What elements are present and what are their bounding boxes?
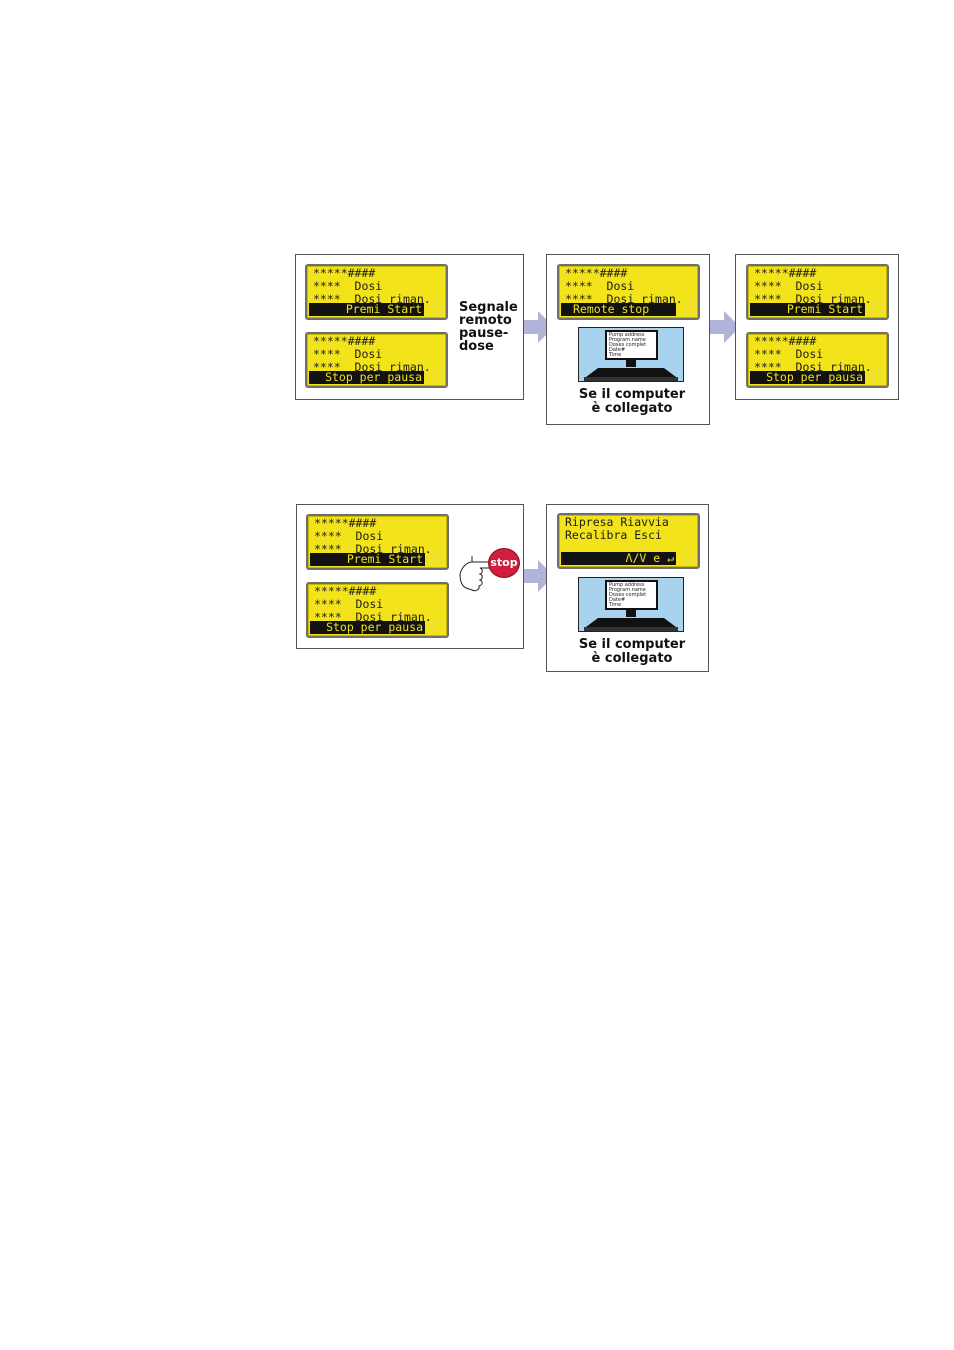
- menu-line: Ripresa Riavvia: [565, 515, 669, 529]
- remote-signal-label: Segnale remoto pause- dose: [459, 301, 518, 353]
- computer-icon: Pump address Program name Doses complet …: [578, 577, 684, 637]
- lcd-line: **** Dosi: [565, 279, 635, 293]
- arrow-right-icon: [524, 560, 554, 592]
- label-line: dose: [459, 339, 494, 354]
- screen-line: Program name: [609, 337, 646, 343]
- knob-icon: [431, 302, 443, 314]
- caption-line: Se il computer: [578, 387, 686, 402]
- caption-line: è collegato: [591, 651, 673, 666]
- label-line: remoto: [459, 313, 512, 328]
- knob-icon: [683, 302, 695, 314]
- label-line: pause-: [459, 326, 509, 341]
- screen-line: Time: [609, 352, 622, 358]
- lcd-line: **** Dosi riman.: [314, 610, 432, 624]
- computer-caption: Se il computer è collegato: [566, 388, 698, 416]
- lcd-line: **** Dosi: [314, 529, 384, 543]
- lcd-line: **** Dosi riman.: [313, 292, 431, 306]
- computer-screen: Pump address Program name Doses complet …: [605, 580, 658, 610]
- screen-line: Date#: [609, 597, 626, 603]
- lcd-status-bar: Stop per pausa: [750, 371, 865, 384]
- lcd-line: *****####: [313, 266, 376, 280]
- lcd-line: **** Dosi: [314, 597, 384, 611]
- lcd-status-bar: Stop per pausa: [309, 371, 424, 384]
- lcd-status-bar: Λ/V e ↵: [561, 552, 676, 565]
- arrow-right-icon: [710, 311, 740, 343]
- lcd-line: **** Dosi riman.: [313, 360, 431, 374]
- knob-icon: [872, 370, 884, 382]
- lcd-status-bar: Premi Start: [310, 553, 425, 566]
- lcd-line: **** Dosi riman.: [754, 360, 872, 374]
- lcd-status-bar: Stop per pausa: [310, 621, 425, 634]
- lcd-line: **** Dosi riman.: [565, 292, 683, 306]
- lcd-display-remote-stop: *****#### **** Dosi **** Dosi riman. Rem…: [557, 264, 700, 320]
- lcd-line: **** Dosi: [313, 279, 383, 293]
- lcd-display-stop-per-pausa: *****#### **** Dosi **** Dosi riman. Sto…: [305, 332, 448, 388]
- lcd-line: *****####: [754, 266, 817, 280]
- knob-icon: [431, 370, 443, 382]
- screen-line: Pump address: [609, 332, 645, 338]
- knob-icon: [432, 620, 444, 632]
- lcd-display-premi-start: *****#### **** Dosi **** Dosi riman. Pre…: [305, 264, 448, 320]
- lcd-line: **** Dosi riman.: [754, 292, 872, 306]
- lcd-status-bar: Remote stop: [561, 303, 676, 316]
- caption-line: è collegato: [591, 401, 673, 416]
- caption-line: Se il computer: [578, 637, 686, 652]
- lcd-line: *****####: [313, 334, 376, 348]
- lcd-status-bar: Premi Start: [309, 303, 424, 316]
- lcd-line: **** Dosi: [313, 347, 383, 361]
- lcd-line: *****####: [754, 334, 817, 348]
- lcd-display-premi-start: *****#### **** Dosi **** Dosi riman. Pre…: [746, 264, 889, 320]
- stop-button: [488, 548, 520, 578]
- arrow-right-icon: [524, 311, 554, 343]
- knob-icon: [872, 302, 884, 314]
- screen-line: Doses complet: [609, 592, 647, 598]
- lcd-status-bar: Premi Start: [750, 303, 865, 316]
- lcd-display-premi-start: *****#### **** Dosi **** Dosi riman. Pre…: [306, 514, 449, 570]
- knob-icon: [432, 552, 444, 564]
- screen-line: Pump address: [609, 582, 645, 588]
- stop-button-label: stop: [490, 556, 518, 569]
- lcd-display-stop-per-pausa: *****#### **** Dosi **** Dosi riman. Sto…: [746, 332, 889, 388]
- lcd-line: *****####: [565, 266, 628, 280]
- computer-caption: Se il computer è collegato: [566, 638, 698, 666]
- lcd-line: **** Dosi: [754, 347, 824, 361]
- menu-line: Recalibra Esci: [565, 528, 662, 542]
- lcd-line: *****####: [314, 584, 377, 598]
- screen-line: Doses complet: [609, 342, 647, 348]
- computer-screen: Pump address Program name Doses complet …: [605, 330, 658, 360]
- screen-line: Date#: [609, 347, 626, 353]
- knob-icon: [683, 551, 695, 563]
- lcd-display-menu: Ripresa Riavvia Recalibra Esci Λ/V e ↵: [557, 513, 700, 569]
- lcd-line: *****####: [314, 516, 377, 530]
- lcd-line: **** Dosi: [754, 279, 824, 293]
- screen-line: Program name: [609, 587, 646, 593]
- screen-line: Time: [609, 602, 622, 608]
- label-line: Segnale: [459, 300, 518, 315]
- lcd-display-stop-per-pausa: *****#### **** Dosi **** Dosi riman. Sto…: [306, 582, 449, 638]
- computer-icon: Pump address Program name Doses complet …: [578, 327, 684, 387]
- lcd-line: **** Dosi riman.: [314, 542, 432, 556]
